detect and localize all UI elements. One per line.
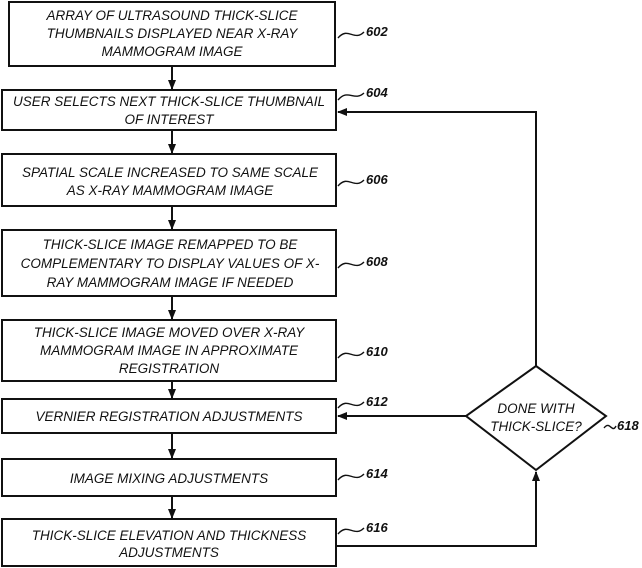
decision-618-line-1: DONE WITH [497,401,574,416]
step-616-ref: 616 [366,520,388,535]
step-602-line-1: ARRAY OF ULTRASOUND THICK-SLICE [45,8,298,23]
step-614-line-1: IMAGE MIXING ADJUSTMENTS [70,471,268,486]
step-606-line-1: SPATIAL SCALE INCREASED TO SAME SCALE [22,165,319,180]
step-616-line-1: THICK-SLICE ELEVATION AND THICKNESS [32,528,307,543]
step-606-ref: 606 [366,172,388,187]
step-610-leader [338,352,364,358]
step-608-ref: 608 [366,254,388,269]
step-604: USER SELECTS NEXT THICK-SLICE THUMBNAIL … [2,85,388,130]
step-612-leader [338,402,364,408]
step-602-line-3: MAMMOGRAM IMAGE [102,44,244,59]
step-616-leader [338,528,364,534]
step-612: VERNIER REGISTRATION ADJUSTMENTS 612 [2,394,388,433]
step-606-box [2,154,336,206]
step-606-line-2: AS X-RAY MAMMOGRAM IMAGE [66,183,275,198]
decision-618-ref: 618 [617,418,639,433]
step-608: THICK-SLICE IMAGE REMAPPED TO BE COMPLEM… [2,230,388,296]
step-602-ref: 602 [366,24,388,39]
step-608-leader [338,262,364,268]
step-604-ref: 604 [366,85,388,100]
step-612-line-1: VERNIER REGISTRATION ADJUSTMENTS [35,409,302,424]
step-610-line-2: MAMMOGRAM IMAGE IN APPROXIMATE [40,343,299,358]
step-614: IMAGE MIXING ADJUSTMENTS 614 [2,459,388,496]
decision-618-diamond [466,366,606,470]
decision-618-leader [604,425,616,428]
step-610-line-1: THICK-SLICE IMAGE MOVED OVER X-RAY [34,325,306,340]
decision-618: DONE WITH THICK-SLICE? 618 [466,366,639,470]
decision-618-line-2: THICK-SLICE? [490,419,582,434]
step-608-line-3: RAY MAMMOGRAM IMAGE IF NEEDED [47,275,294,290]
step-602: ARRAY OF ULTRASOUND THICK-SLICE THUMBNAI… [9,2,388,66]
step-606: SPATIAL SCALE INCREASED TO SAME SCALE AS… [2,154,388,206]
step-616: THICK-SLICE ELEVATION AND THICKNESS ADJU… [2,519,388,566]
step-604-line-1: USER SELECTS NEXT THICK-SLICE THUMBNAIL [13,94,325,109]
step-606-leader [338,180,364,186]
step-602-line-2: THUMBNAILS DISPLAYED NEAR X-RAY [47,26,299,41]
step-614-leader [338,474,364,480]
step-602-leader [338,32,364,38]
step-614-ref: 614 [366,466,388,481]
step-612-ref: 612 [366,394,388,409]
arrow-618-604 [338,112,536,366]
step-608-line-1: THICK-SLICE IMAGE REMAPPED TO BE [43,237,299,252]
step-610-ref: 610 [366,344,388,359]
step-610: THICK-SLICE IMAGE MOVED OVER X-RAY MAMMO… [2,320,388,381]
step-610-line-3: REGISTRATION [119,361,220,376]
step-616-line-2: ADJUSTMENTS [118,545,219,560]
step-604-line-2: OF INTEREST [124,112,215,127]
step-604-leader [338,93,364,100]
step-608-line-2: COMPLEMENTARY TO DISPLAY VALUES OF X- [21,256,320,271]
